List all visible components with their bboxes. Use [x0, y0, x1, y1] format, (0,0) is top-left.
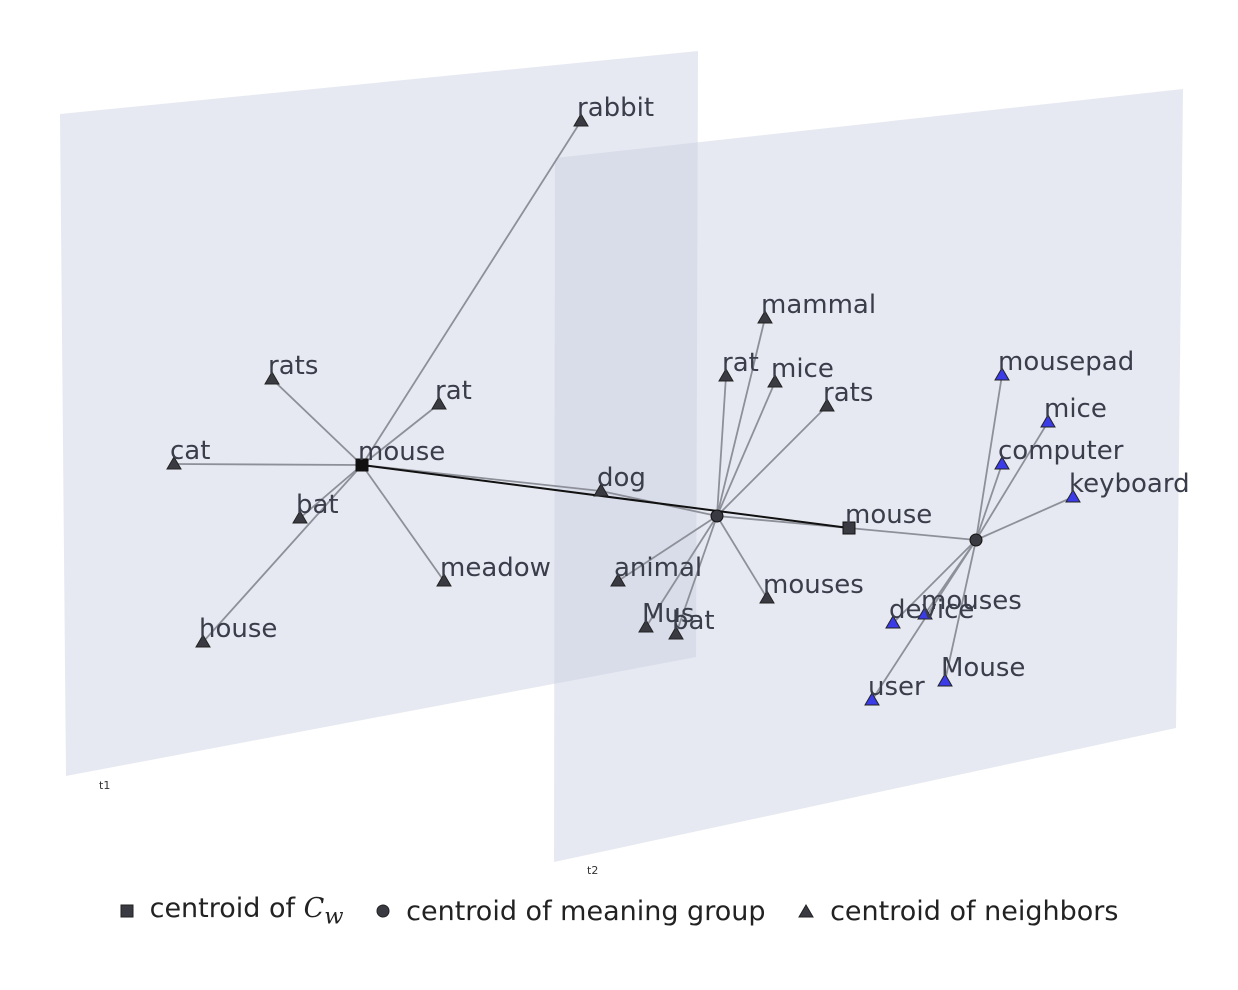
triangle-marker-icon [798, 904, 814, 918]
node-label-t2_mouse: mouse [845, 500, 932, 530]
triangle-marker-t1_rabbit [573, 113, 589, 127]
legend-item-circle: centroid of meaning group [376, 896, 765, 927]
node-label-c_user: user [868, 672, 925, 702]
triangle-marker-t2_mus [638, 619, 654, 633]
triangle-marker-c_mouses [917, 606, 933, 620]
edge-g_tech-c_computer [975, 463, 1003, 541]
circle-marker-g_animal [710, 509, 724, 523]
node-label-t1_cat: cat [170, 436, 210, 466]
triangle-marker-t2_bat [668, 626, 684, 640]
node-label-t2_mus: Mus [642, 599, 694, 629]
time-planes: t1 t2 [60, 51, 1183, 877]
circle-marker-g_tech [969, 533, 983, 547]
triangle-marker-c_device [885, 615, 901, 629]
plane-t1-label: t1 [99, 779, 110, 792]
triangle-marker-c_Mouse [937, 673, 953, 687]
node-label-t1_house: house [199, 614, 277, 644]
triangle-marker-c_user [864, 692, 880, 706]
edge-g_animal-t2_mammal [716, 317, 766, 517]
node-label-t1_mouse: mouse [358, 437, 445, 467]
triangle-marker-t2_mammal [757, 310, 773, 324]
legend-square-text: centroid of [149, 893, 304, 924]
legend-square-math: C [303, 893, 325, 924]
triangle-marker-c_mice [1040, 414, 1056, 428]
edge-g_animal-t2_bat [675, 515, 718, 635]
node-label-t1_rabbit: rabbit [577, 93, 654, 123]
edge-g_animal-t2_mice [716, 381, 776, 517]
node-label-c_device: device [889, 595, 974, 625]
node-label-t2_mice: mice [771, 354, 834, 384]
triangle-marker-t2_rat [718, 368, 734, 382]
node-label-c_mice: mice [1044, 394, 1107, 424]
node-label-t1_bat: bat [296, 490, 339, 520]
node-label-t2_bat: bat [672, 606, 715, 636]
triangle-marker-t1_cat [166, 456, 182, 470]
square-marker-icon [120, 904, 134, 918]
triangle-marker-c_keyboard [1065, 489, 1081, 503]
edge-t1_mouse-t1_cat [173, 463, 363, 466]
square-marker-t2_mouse [842, 521, 856, 535]
triangle-marker-c_mousepad [994, 367, 1010, 381]
node-label-c_computer: computer [998, 436, 1124, 466]
edge-g_tech-c_mousepad [975, 374, 1003, 541]
edge-t1_mouse-t1_rat [361, 403, 440, 466]
edge-t1_mouse-t1_meadow [361, 464, 445, 582]
triangle-marker-c_computer [994, 456, 1010, 470]
node-label-t1_rats: rats [268, 351, 318, 381]
edge-g_animal-t2_animal [617, 515, 718, 582]
node-label-t2_rat: rat [722, 348, 759, 378]
legend: centroid of Cw centroid of meaning group… [0, 893, 1238, 929]
legend-circle-text: centroid of meaning group [406, 895, 766, 927]
legend-square-sub: w [324, 903, 344, 930]
node-label-t2_mammal: mammal [761, 290, 876, 320]
edge-t1_mouse-t1_bat [299, 464, 363, 519]
edge-t1_mouse-t1_house [202, 464, 363, 643]
triangle-marker-t2_mice [767, 374, 783, 388]
node-label-c_Mouse: Mouse [941, 653, 1025, 683]
edge-g_animal-t2_mus [645, 515, 718, 628]
nodes [166, 113, 1081, 706]
edge-g_animal-t2_rat [716, 375, 727, 517]
edge-g_tech-c_user [871, 539, 977, 701]
edge-t2_mouse-g_tech [848, 527, 977, 541]
legend-item-square: centroid of Cw [120, 893, 344, 929]
edge-g_tech-c_keyboard [975, 496, 1074, 541]
node-label-t2_animal: animal [614, 553, 702, 583]
plane-t2-label: t2 [587, 864, 598, 877]
triangle-marker-t1_rats [264, 371, 280, 385]
node-label-t1_meadow: meadow [440, 553, 551, 583]
edge-g_tech-c_Mouse [944, 539, 977, 682]
node-label-c_mouses: mouses [921, 586, 1022, 616]
edge-g_tech-c_device [892, 539, 977, 624]
edge-g_tech-c_mice [975, 421, 1049, 541]
circle-marker-icon [376, 904, 390, 918]
legend-item-triangle: centroid of neighbors [798, 896, 1118, 927]
triangle-marker-t2_animal [610, 573, 626, 587]
plane-t2 [554, 89, 1183, 862]
triangle-marker-t1_bat [292, 510, 308, 524]
edge-g_animal-t2_rats [716, 405, 828, 517]
node-label-t1_rat: rat [435, 376, 472, 406]
node-label-c_mousepad: mousepad [998, 347, 1134, 377]
edge-t1_mouse-t1_rabbit [361, 120, 582, 466]
legend-triangle-text: centroid of neighbors [830, 895, 1119, 927]
triangle-marker-t1_rat [431, 396, 447, 410]
edge-g_animal-t2_mouses [716, 515, 768, 599]
node-labels: mouse rabbit rats rat cat bat meadow house dog ma… [170, 93, 1190, 702]
node-label-c_keyboard: keyboard [1069, 469, 1190, 499]
node-label-t1_dog: dog [597, 463, 646, 493]
edge-t1_mouse-t1_rats [271, 378, 363, 466]
triangle-marker-t1_house [195, 634, 211, 648]
node-label-t2_mouses: mouses [763, 570, 864, 600]
triangle-marker-t2_rats [819, 398, 835, 412]
square-marker-t1_mouse [355, 458, 369, 472]
triangle-marker-t1_dog [593, 483, 609, 497]
node-label-t2_rats: rats [823, 378, 873, 408]
triangle-marker-t1_meadow [436, 573, 452, 587]
triangle-marker-t2_mouses [759, 590, 775, 604]
plane-t1 [60, 51, 698, 776]
